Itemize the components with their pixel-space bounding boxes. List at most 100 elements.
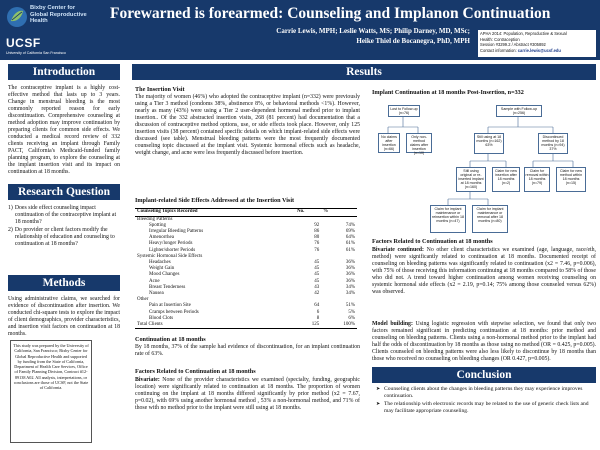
table-cell-no: 45 — [314, 266, 320, 272]
item-number: 2) — [8, 227, 13, 233]
table-cell-topic: Weight Gain — [149, 266, 175, 272]
flow-heading: Implant Continuation at 18 months Post-I… — [372, 89, 524, 96]
table-cell-topic: Pain at Insertion Site — [149, 303, 191, 309]
insertion-visit-text: The majority of women (46%) who adopted … — [135, 94, 360, 156]
table-cell-no: 45 — [314, 272, 320, 278]
flow-node-sample: Sample with Follow-up (n=256) — [496, 105, 542, 117]
table-cell-topic: Lighter/shorter Periods — [149, 247, 196, 253]
info-line-2: Health: Contraception — [480, 36, 520, 42]
list-item: ➤Counseling clients about the changes in… — [375, 386, 595, 400]
table-cell-no: 92 — [314, 222, 320, 228]
table-cell-pct: 6% — [348, 315, 355, 321]
table-cell-pct: 61% — [345, 241, 355, 247]
table-cell-pct: 74% — [345, 222, 355, 228]
poster-title: Forewarned is forearmed: Counseling and … — [110, 5, 551, 22]
table-cell-topic: Breast Tenderness — [149, 284, 186, 290]
flow-node-lost: Lost to Follow-up (n=76) — [388, 105, 420, 117]
methods-text: Using administrative claims, we searched… — [8, 296, 120, 337]
flow-node-only-nonmethod: Only non-method claims after insertion (… — [406, 133, 432, 155]
table-cell-topic: Headaches — [149, 259, 171, 265]
table-cell-topic: Cramps between Periods — [149, 309, 199, 315]
model-building-label: Model building: — [372, 321, 416, 327]
table-row: Other — [135, 297, 357, 303]
introduction-text: The contraceptive implant is a highly co… — [8, 85, 120, 175]
item-text: Do provider or client factors modify the… — [14, 227, 115, 247]
info-line-1: APHA 2014: Population, Reproductive & Se… — [480, 31, 567, 36]
table-cell-topic: Nausea — [149, 290, 164, 296]
table-cell-no: 125 — [311, 321, 320, 327]
table-cell-topic: Other — [137, 297, 149, 303]
table-row: Amenorrhea 80 64% — [135, 235, 357, 241]
bixby-logo-text: Bixby Center for Global Reproductive Hea… — [30, 5, 87, 25]
factors-right-bivariate: Bivariate continued: No other client cha… — [372, 247, 596, 296]
flow-node-still-using: Still using at 18 months (n=162) 63% — [474, 133, 504, 154]
table-cell-topic: Amenorrhea — [149, 235, 174, 241]
authors: Carrie Lewis, MPH; Leslie Watts, MS; Phi… — [180, 26, 470, 46]
list-item: ➤The relationship with electronic record… — [375, 401, 595, 415]
table-cell-pct: 69% — [345, 228, 355, 234]
table-cell-no: 76 — [314, 247, 320, 253]
flow-node-claim-removal: Claim for removal within 18 months (n=79… — [524, 167, 550, 192]
table-cell-no: 45 — [314, 278, 320, 284]
table-cell-pct: 100% — [343, 321, 355, 327]
table-cell-topic: Systemic Hormonal Side Effects — [137, 253, 203, 259]
ucsf-subtitle: University of California San Francisco — [6, 51, 66, 55]
table-cell-topic: Acne — [149, 278, 160, 284]
conclusion-text: Counseling clients about the changes in … — [384, 386, 583, 399]
model-building-text: Using logistic regression with stepwise … — [372, 321, 596, 362]
column-header-pct: % — [321, 208, 357, 217]
table-cell-no: 80 — [314, 235, 320, 241]
contact-email[interactable]: carrie.lewis@ucsf.edu — [517, 47, 561, 53]
session-info-box: APHA 2014: Population, Reproductive & Se… — [478, 30, 596, 57]
table-row: Acne 45 36% — [135, 279, 357, 285]
table-cell-no: 86 — [314, 228, 320, 234]
leaf-icon — [7, 7, 27, 27]
authors-line-2: Heike Thiel de Bocanegra, PhD, MPH — [356, 37, 470, 45]
methods-heading: Methods — [8, 275, 120, 291]
table-cell-topic: Mood Changes — [149, 272, 180, 278]
info-line-4: Contact information: carrie.lewis@ucsf.e… — [480, 48, 594, 54]
flow-node-maintenance-within: Claim for implant maintenance or reinser… — [430, 205, 466, 233]
table-row: Lighter/shorter Periods 76 61% — [135, 248, 357, 254]
table-cell-pct: 36% — [345, 259, 355, 265]
side-effects-table: Counseling Topics Recorded No. % Bleedin… — [135, 208, 357, 329]
table-cell-pct: 51% — [345, 303, 355, 309]
bixby-logo: Bixby Center for Global Reproductive Hea… — [4, 4, 90, 32]
conclusion-list: ➤Counseling clients about the changes in… — [375, 386, 595, 416]
insertion-visit-heading: The Insertion Visit — [135, 86, 185, 93]
contact-label: Contact information: — [480, 47, 518, 53]
bivariate-continued-text: No other client characteristics we exami… — [372, 247, 596, 295]
table-cell-pct: 36% — [345, 266, 355, 272]
table-cell-no: 6 — [316, 309, 320, 315]
table-row: Pain at Insertion Site 64 51% — [135, 303, 357, 309]
item-number: 1) — [8, 205, 13, 211]
continuation-text: By 18 months, 37% of the sample had evid… — [135, 344, 360, 357]
table-cell-pct: 61% — [345, 247, 355, 253]
table-cell-pct: 36% — [345, 278, 355, 284]
flow-node-discontinued: Discontinued method by 18 months (n=94) … — [538, 133, 568, 154]
poster-header: Bixby Center for Global Reproductive Hea… — [0, 0, 600, 60]
flow-connectors — [387, 117, 574, 205]
factors-left-text: Bivariate: None of the provider characte… — [135, 377, 360, 412]
table-cell-no: 64 — [314, 303, 320, 309]
table-cell-topic: Bleeding Patterns — [137, 216, 173, 222]
bivariate-text: None of the provider characteristics we … — [135, 377, 360, 411]
table-row: Total Clients 125 100% — [135, 322, 357, 329]
table-cell-topic: Blood Clots — [149, 315, 174, 321]
flow-node-no-claims: No claims after insertion (n=66) — [378, 133, 400, 153]
bivariate-label: Bivariate: — [135, 377, 163, 383]
table-cell-topic: Total Clients — [137, 321, 163, 327]
table-cell-pct: 64% — [345, 235, 355, 241]
table-cell-topic: Spotting — [149, 222, 166, 228]
item-text: Does side effect counseling impact conti… — [14, 205, 117, 225]
table-row: Systemic Hormonal Side Effects — [135, 254, 357, 260]
table-cell-no — [295, 216, 321, 223]
flow-node-claim-new-method: Claim for new method within 18 months (n… — [556, 167, 586, 192]
conclusion-text: The relationship with electronic records… — [384, 401, 589, 414]
